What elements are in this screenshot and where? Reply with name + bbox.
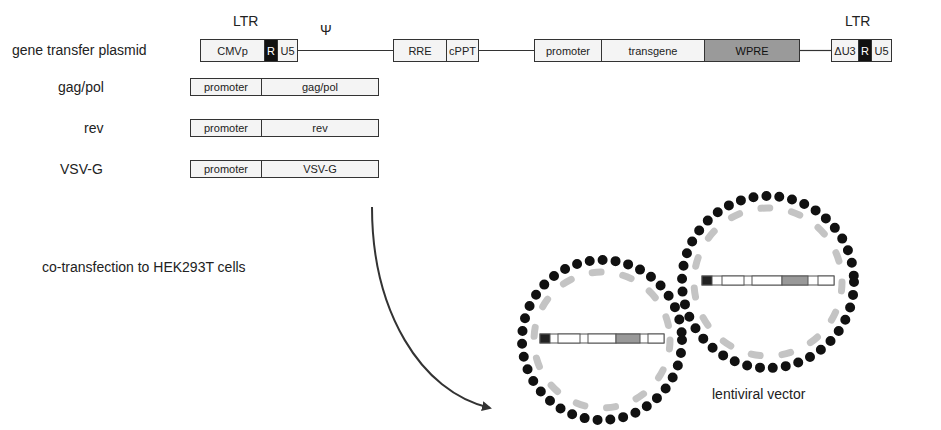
- genome-element-box: rev: [261, 119, 379, 137]
- element-name: WPRE: [736, 45, 769, 57]
- element-name: VSV-G: [303, 163, 337, 175]
- annotation-label: rev: [84, 120, 103, 136]
- element-name: promoter: [204, 81, 248, 93]
- genome-element-box: U5: [277, 39, 298, 62]
- element-name: R: [267, 45, 275, 57]
- backbone-line: [800, 50, 831, 51]
- genome-element-box: WPRE: [704, 39, 800, 62]
- element-name: promoter: [204, 122, 248, 134]
- element-name: U5: [874, 45, 888, 57]
- annotation-label: Ψ: [320, 22, 332, 38]
- backbone-line: [298, 50, 393, 51]
- genome-element-box: promoter: [190, 119, 262, 137]
- genome-element-box: CMVp: [200, 39, 265, 62]
- genome-element-box: promoter: [534, 39, 602, 62]
- annotation-label: gene transfer plasmid: [12, 42, 147, 58]
- element-name: transgene: [629, 45, 678, 57]
- genome-element-box: R: [858, 39, 872, 62]
- genome-element-box: promoter: [190, 160, 262, 178]
- element-name: R: [861, 45, 869, 57]
- annotation-label: co-transfection to HEK293T cells: [42, 259, 246, 275]
- element-name: ΔU3: [834, 45, 855, 57]
- element-name: cPPT: [449, 45, 476, 57]
- genome-element-box: ΔU3: [831, 39, 859, 62]
- annotation-label: lentiviral vector: [712, 386, 805, 402]
- annotation-label: LTR: [233, 13, 258, 29]
- genome-element-box: R: [264, 39, 278, 62]
- element-name: promoter: [546, 45, 590, 57]
- element-name: RRE: [408, 45, 431, 57]
- genome-element-box: transgene: [601, 39, 705, 62]
- backbone-line: [479, 50, 534, 51]
- element-name: CMVp: [217, 45, 248, 57]
- genome-element-box: cPPT: [446, 39, 479, 62]
- annotation-label: gag/pol: [58, 79, 104, 95]
- transfection-arrow: [372, 207, 490, 408]
- element-name: rev: [312, 122, 327, 134]
- vector-particle: [682, 196, 854, 368]
- genome-element-box: U5: [871, 39, 892, 62]
- genome-element-box: gag/pol: [261, 78, 379, 96]
- element-name: U5: [280, 45, 294, 57]
- genome-element-box: promoter: [190, 78, 262, 96]
- element-name: gag/pol: [302, 81, 338, 93]
- annotation-label: VSV-G: [60, 161, 103, 177]
- vector-particle: [522, 260, 682, 420]
- genome-element-box: VSV-G: [261, 160, 379, 178]
- element-name: promoter: [204, 163, 248, 175]
- annotation-label: LTR: [845, 13, 870, 29]
- genome-element-box: RRE: [393, 39, 447, 62]
